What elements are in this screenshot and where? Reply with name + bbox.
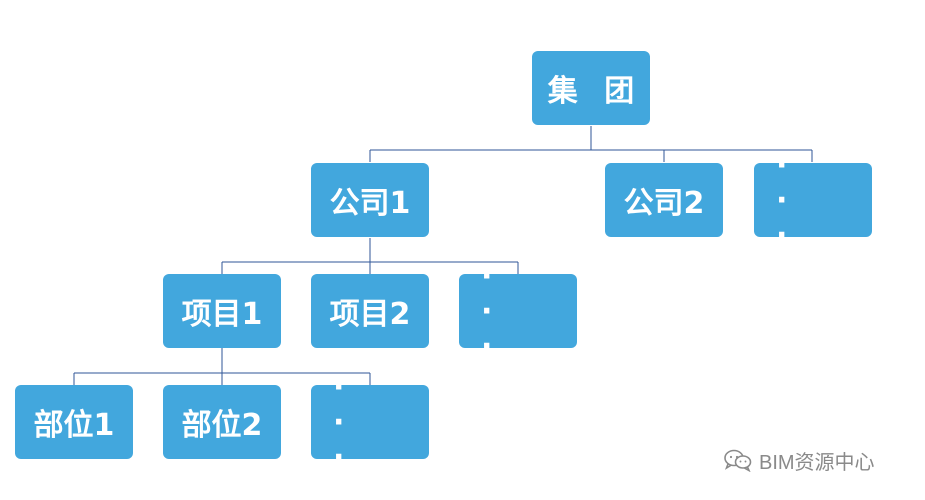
wechat-icon (724, 449, 752, 472)
node-project-2: 项目2 (311, 274, 429, 348)
watermark-text: BIM资源中心 (759, 451, 875, 474)
node-project-more: · · · (459, 259, 577, 364)
node-company-more: · · · (754, 148, 872, 253)
node-company-1: 公司1 (311, 163, 429, 237)
node-company-2: 公司2 (605, 163, 723, 237)
node-department-2: 部位2 (163, 385, 281, 459)
node-group: 集 团 (532, 51, 650, 125)
node-project-1: 项目1 (163, 274, 281, 348)
node-department-more: · · · (311, 370, 429, 475)
node-department-1: 部位1 (15, 385, 133, 459)
watermark: BIM资源中心 (723, 447, 875, 474)
